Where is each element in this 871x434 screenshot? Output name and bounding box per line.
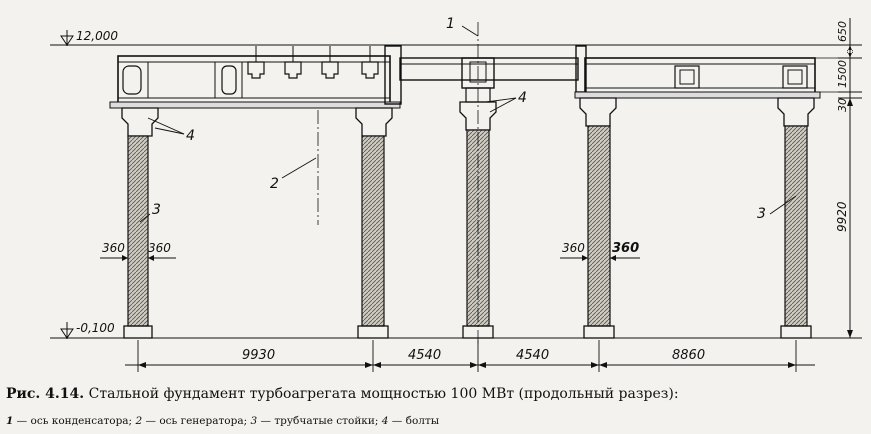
leader-4-left (147, 117, 185, 135)
dim-30: 30 (836, 98, 849, 112)
top-level-line (50, 30, 855, 46)
label-3-right: 3 (757, 206, 766, 222)
label-4-middle: 4 (518, 90, 527, 106)
label-3-left: 3 (152, 202, 161, 218)
column-2 (355, 107, 393, 339)
dim-650: 650 (836, 21, 849, 42)
span-2: 4540 (408, 348, 441, 363)
leader-3-right (769, 195, 797, 215)
legend-text-3: — трубчатые стойки; (260, 415, 379, 427)
label-4-left: 4 (186, 128, 195, 144)
label-2: 2 (270, 176, 279, 192)
label-1: 1 (446, 16, 455, 32)
leader-2 (281, 157, 317, 179)
legend-text-4: — болты (391, 415, 440, 427)
left-deck-beam (109, 55, 401, 109)
caption-lead: Рис. 4.14. (6, 386, 85, 402)
legend-num-3: 3 (250, 415, 258, 427)
legend-num-4: 4 (381, 415, 389, 427)
figure-caption: Рис. 4.14. Стальной фундамент турбоагрег… (6, 385, 866, 404)
column-5 (777, 97, 815, 339)
middle-deck-beam (384, 45, 587, 105)
left-deck-hangers (247, 46, 379, 79)
bottom-level-label: -0,100 (76, 321, 115, 335)
col-dim-right-b: 360 (612, 241, 639, 256)
top-level-label: 12,000 (76, 29, 118, 43)
column-width-dim-left (100, 255, 176, 261)
col-dim-left-a: 360 (102, 241, 125, 255)
legend-text-1: — ось конденсатора; (16, 415, 133, 427)
span-dimension-line (125, 340, 815, 372)
leader-4-middle (485, 97, 517, 113)
column-4 (579, 97, 617, 339)
right-deck-beam (574, 57, 821, 99)
foundation-section-drawing: 12,000 (50, 16, 862, 372)
legend-num-1: 1 (6, 415, 14, 427)
col-dim-right-a: 360 (562, 241, 585, 255)
span-4: 8860 (672, 348, 705, 363)
caption-text: Стальной фундамент турбоагрегата мощност… (88, 386, 679, 402)
column-width-dim-right (560, 255, 640, 261)
legend-text-2: — ось генератора; (145, 415, 248, 427)
leader-3-left (139, 213, 151, 223)
span-1: 9930 (242, 348, 275, 363)
leader-1 (461, 25, 479, 37)
figure-legend: 1 — ось конденсатора; 2 — ось генератора… (6, 414, 866, 428)
span-3: 4540 (516, 348, 549, 363)
col-dim-left-b: 360 (148, 241, 171, 255)
column-3 (459, 87, 497, 339)
dim-1500: 1500 (836, 60, 849, 88)
legend-num-2: 2 (135, 415, 143, 427)
bottom-level-line (50, 322, 860, 339)
right-vertical-dimension (815, 18, 862, 339)
column-1 (121, 107, 159, 339)
dim-9920: 9920 (835, 201, 849, 232)
